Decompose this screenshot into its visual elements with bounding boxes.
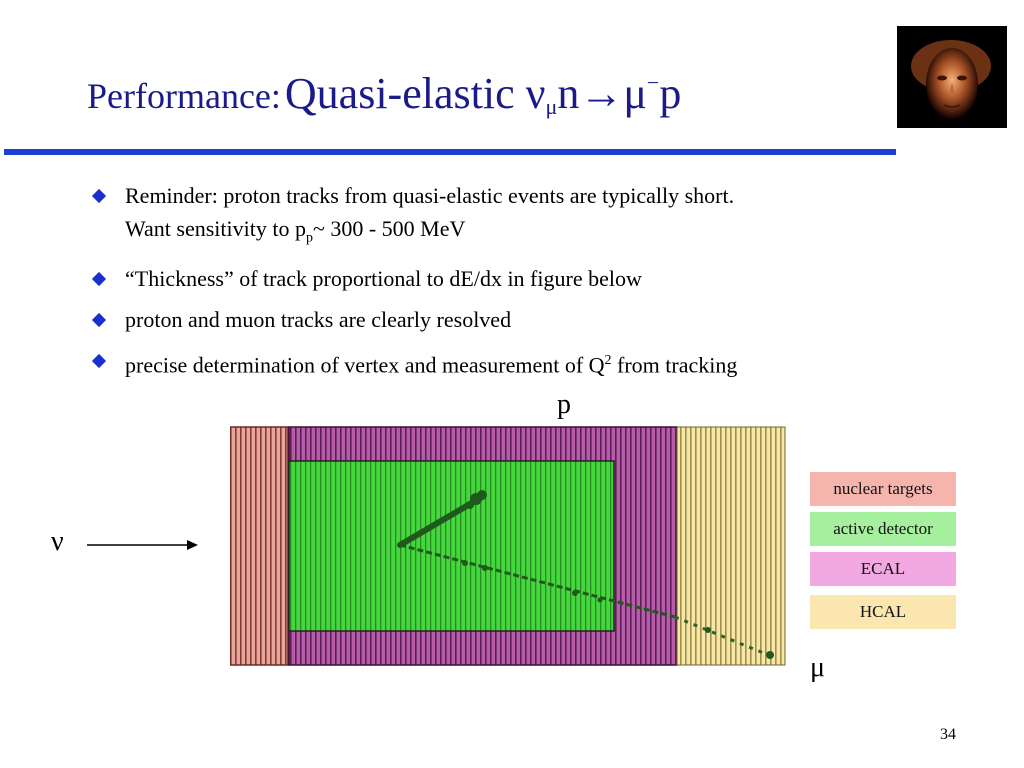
bullet-superscript: 2	[604, 353, 612, 369]
title-nu: ν	[525, 69, 546, 118]
bullet-text: precise determination of vertex and meas…	[125, 352, 605, 378]
detector-event-display	[230, 426, 786, 666]
bullet-subscript: p	[305, 230, 313, 246]
bullet-item: Reminder: proton tracks from quasi-elast…	[90, 179, 950, 254]
bullet-text-post: from tracking	[611, 352, 738, 378]
bullet-list: Reminder: proton tracks from quasi-elast…	[90, 179, 950, 390]
slide-title: Performance: Quasi-elastic νμn→μ−p	[87, 68, 681, 120]
neutrino-label: ν	[51, 526, 64, 557]
title-main: Quasi-elastic	[284, 69, 526, 118]
legend-hcal: HCAL	[810, 595, 956, 629]
title-underline-rule	[4, 149, 896, 155]
muon-track-hcal	[674, 615, 777, 660]
bullet-item: “Thickness” of track proportional to dE/…	[90, 262, 950, 295]
bullet-item: precise determination of vertex and meas…	[90, 344, 950, 381]
bullet-text: “Thickness” of track proportional to dE/…	[125, 266, 642, 292]
beam-arrow-icon	[87, 540, 198, 550]
muon-track-hits	[462, 560, 774, 659]
bullet-text: proton and muon tracks are clearly resol…	[125, 307, 512, 333]
bullet-text-line2: Want sensitivity to p	[125, 216, 306, 241]
muon-track	[399, 543, 676, 619]
diamond-bullet-icon	[91, 272, 107, 287]
title-n: n	[557, 69, 580, 118]
title-mu-superscript: −	[646, 70, 660, 95]
legend-ecal: ECAL	[810, 552, 956, 586]
bullet-text-line2-post: ~ 300 - 500 MeV	[312, 216, 466, 241]
diamond-bullet-icon	[91, 313, 107, 328]
muon-label: μ	[810, 652, 826, 683]
bullet-item: proton and muon tracks are clearly resol…	[90, 303, 950, 336]
proton-track-end-blob	[466, 490, 487, 509]
page-number: 34	[940, 726, 956, 743]
title-prefix: Performance:	[87, 76, 281, 116]
legend-active-detector: active detector	[810, 512, 956, 546]
title-p: p	[659, 69, 682, 118]
title-nu-subscript: μ	[545, 94, 558, 119]
title-mu: μ	[623, 69, 647, 118]
diamond-bullet-icon	[91, 354, 107, 369]
nuclear-targets-region	[230, 426, 289, 666]
hcal-region	[676, 426, 786, 666]
portrait-image	[897, 26, 1007, 128]
active-detector-region	[288, 460, 615, 632]
legend-nuclear-targets: nuclear targets	[810, 472, 956, 506]
proton-label: p	[557, 389, 571, 420]
bullet-text: Reminder: proton tracks from quasi-elast…	[125, 183, 735, 208]
title-arrow: →	[579, 69, 624, 118]
diamond-bullet-icon	[91, 188, 107, 204]
